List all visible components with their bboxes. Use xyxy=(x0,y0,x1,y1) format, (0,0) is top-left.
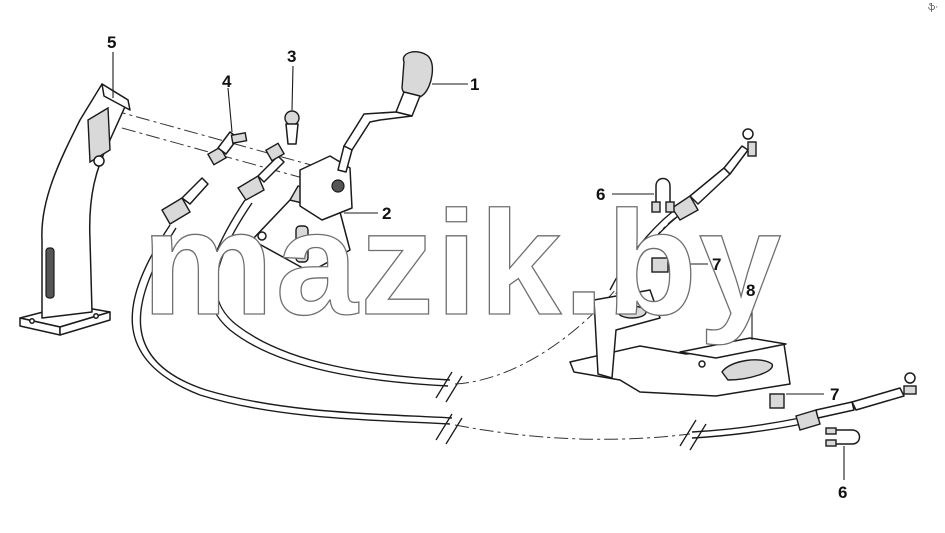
corner-mark: ֆ· xyxy=(928,3,938,13)
mounting-bracket xyxy=(569,289,791,397)
callout-4: 4 xyxy=(222,72,232,91)
assembly-lines xyxy=(111,109,691,440)
lower-cable-end xyxy=(795,372,917,431)
bracket-stand xyxy=(19,83,131,336)
cable-end-fittings xyxy=(161,142,286,225)
gear-cables xyxy=(131,199,803,451)
ball-joint-4 xyxy=(217,87,248,155)
shift-lever xyxy=(337,51,468,173)
clamp-lower xyxy=(769,393,824,409)
upper-cable-end xyxy=(671,128,757,221)
watermark: mazik.by xyxy=(142,181,783,346)
callout-6a: 6 xyxy=(596,185,605,204)
callout-8: 8 xyxy=(746,281,755,300)
callout-1: 1 xyxy=(470,75,479,94)
callout-6b: 6 xyxy=(838,483,847,502)
ball-joint-3 xyxy=(284,65,300,145)
callout-3: 3 xyxy=(287,47,296,66)
callouts: 1 2 3 4 5 6 6 7 7 8 xyxy=(107,33,847,502)
callout-2: 2 xyxy=(382,204,391,223)
clamp-upper xyxy=(651,257,708,273)
callout-7b: 7 xyxy=(830,385,839,404)
u-bolt-upper xyxy=(612,177,675,213)
callout-7a: 7 xyxy=(712,255,721,274)
callout-5: 5 xyxy=(107,33,116,52)
u-bolt-lower xyxy=(825,427,861,480)
shifter-housing xyxy=(251,155,378,273)
